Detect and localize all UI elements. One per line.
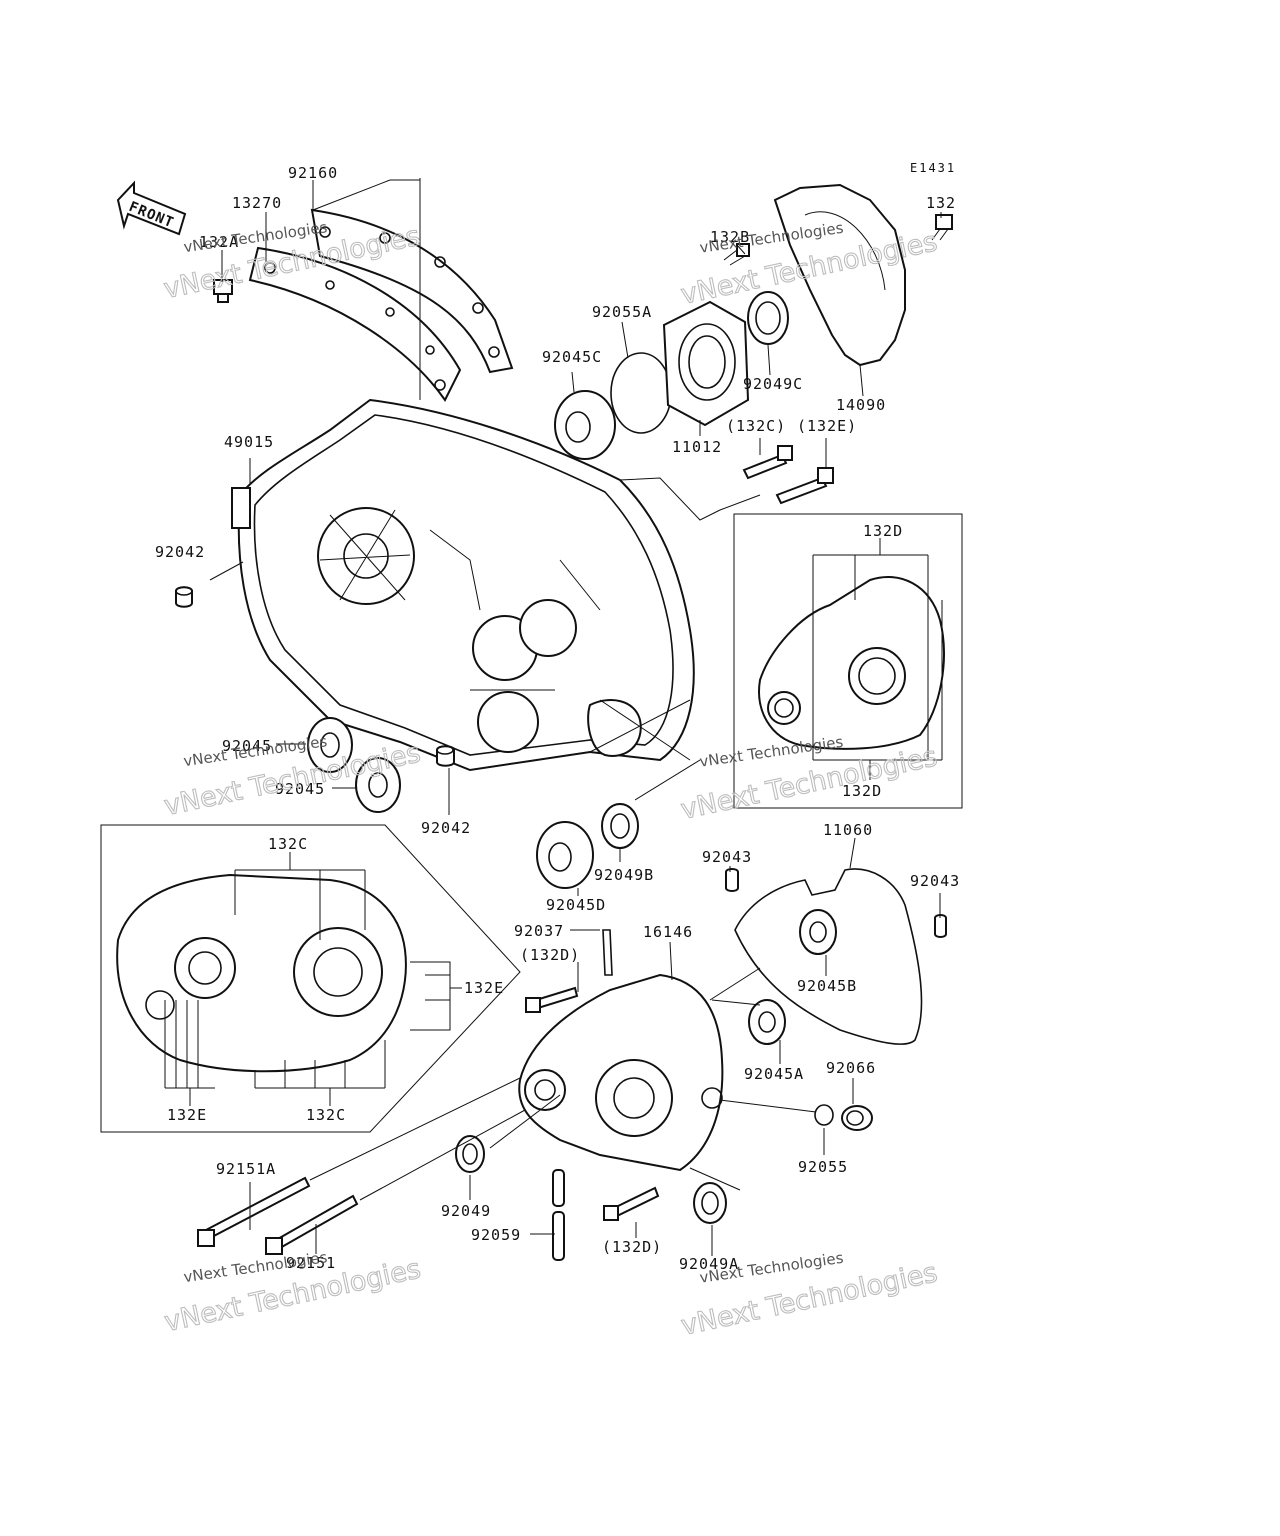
seal-92049C [747,291,789,345]
label-92151: 92151 [286,1254,336,1272]
label-92059: 92059 [471,1226,521,1244]
inset-box-right [733,513,963,809]
label-92049C: 92049C [743,375,803,393]
label-132: 132 [926,194,956,212]
dowel-92043-b [934,914,947,938]
clip-92037 [602,929,613,976]
bolt-132B [723,243,750,266]
label-13270: 13270 [232,194,282,212]
label-92049B: 92049B [594,866,654,884]
seal-92049 [455,1135,485,1173]
label-132A: 132A [199,233,239,251]
label-14090: 14090 [836,396,886,414]
dowel-92042-mid [436,745,455,767]
cap-92066 [841,1105,873,1131]
label-92045C: 92045C [542,348,602,366]
bolt-92151A [197,1176,311,1247]
label-49015: 49015 [224,433,274,451]
dowel-92043-a [725,868,739,892]
bolt-132E-top [775,467,834,505]
label-92055A: 92055A [592,303,652,321]
label-92049A: 92049A [679,1255,739,1273]
gasket-13270 [248,246,462,402]
label-11060: 11060 [823,821,873,839]
label-92043-b: 92043 [910,872,960,890]
front-arrow-icon: FRONT [116,180,187,236]
pin-92059 [552,1169,565,1261]
watermark-bottom-left: vNext Technologies vNext Technologies [161,1248,424,1338]
label-132D-lower: 132D [842,782,882,800]
bearing-92045-a [307,717,353,773]
label-92045B: 92045B [797,977,857,995]
label-132D-bottom: (132D) [602,1238,662,1256]
label-92160: 92160 [288,164,338,182]
label-92037: 92037 [514,922,564,940]
label-92043-a: 92043 [702,848,752,866]
bolt-132D-bottom [603,1186,660,1221]
bolt-132A [213,279,233,303]
bolt-132 [931,214,953,241]
bearing-92045D [536,821,594,889]
gasket-92160 [310,208,514,374]
label-132C-box-top: 132C [268,835,308,853]
housing-11012 [662,300,750,427]
label-92045D: 92045D [546,896,606,914]
label-132E-box-right: 132E [464,979,504,997]
label-92151A: 92151A [216,1160,276,1178]
gasket-11060 [734,868,923,1045]
bolt-132D-mid [525,986,579,1013]
bearing-92045-b [355,757,401,813]
label-92049: 92049 [441,1202,491,1220]
watermark-mid-right: vNext Technologies vNext Technologies [678,733,941,827]
leader-lines [189,178,942,1256]
label-92045A: 92045A [744,1065,804,1083]
crankcase-49015 [231,398,695,772]
label-132D-upper: 132D [863,522,903,540]
cover-16146 [518,973,724,1172]
bearing-92045B [799,909,837,955]
bearing-92045A [748,999,786,1045]
label-16146: 16146 [643,923,693,941]
label-92042-mid: 92042 [421,819,471,837]
label-132D-mid: (132D) [520,946,580,964]
seal-92049B [601,803,639,849]
bolt-132C-top [742,445,793,480]
cover-14090 [773,183,906,367]
label-92045-a: 92045 [222,737,272,755]
part-labels: 92160 13270 132A 132B 132 92055A 92045C … [155,164,960,1273]
seal-92049A [693,1182,727,1224]
label-92045-b: 92045 [275,780,325,798]
bearing-92045C [554,390,616,460]
label-132B: 132B [710,228,750,246]
label-132C-top: (132C) [726,417,786,435]
label-132E-box-bottom: 132E [167,1106,207,1124]
label-132E-top: (132E) [797,417,857,435]
label-132C-box-bottom: 132C [306,1106,346,1124]
bolt-92151 [265,1194,359,1255]
o-ring-92055 [814,1104,834,1126]
label-92042-left: 92042 [155,543,205,561]
dowel-92042-left [175,586,193,608]
diagram-code: E1431 [910,161,956,175]
label-11012: 11012 [672,438,722,456]
inset-box-left [100,824,521,1133]
label-92055: 92055 [798,1158,848,1176]
label-92066: 92066 [826,1059,876,1077]
o-ring-92055A [610,352,672,434]
